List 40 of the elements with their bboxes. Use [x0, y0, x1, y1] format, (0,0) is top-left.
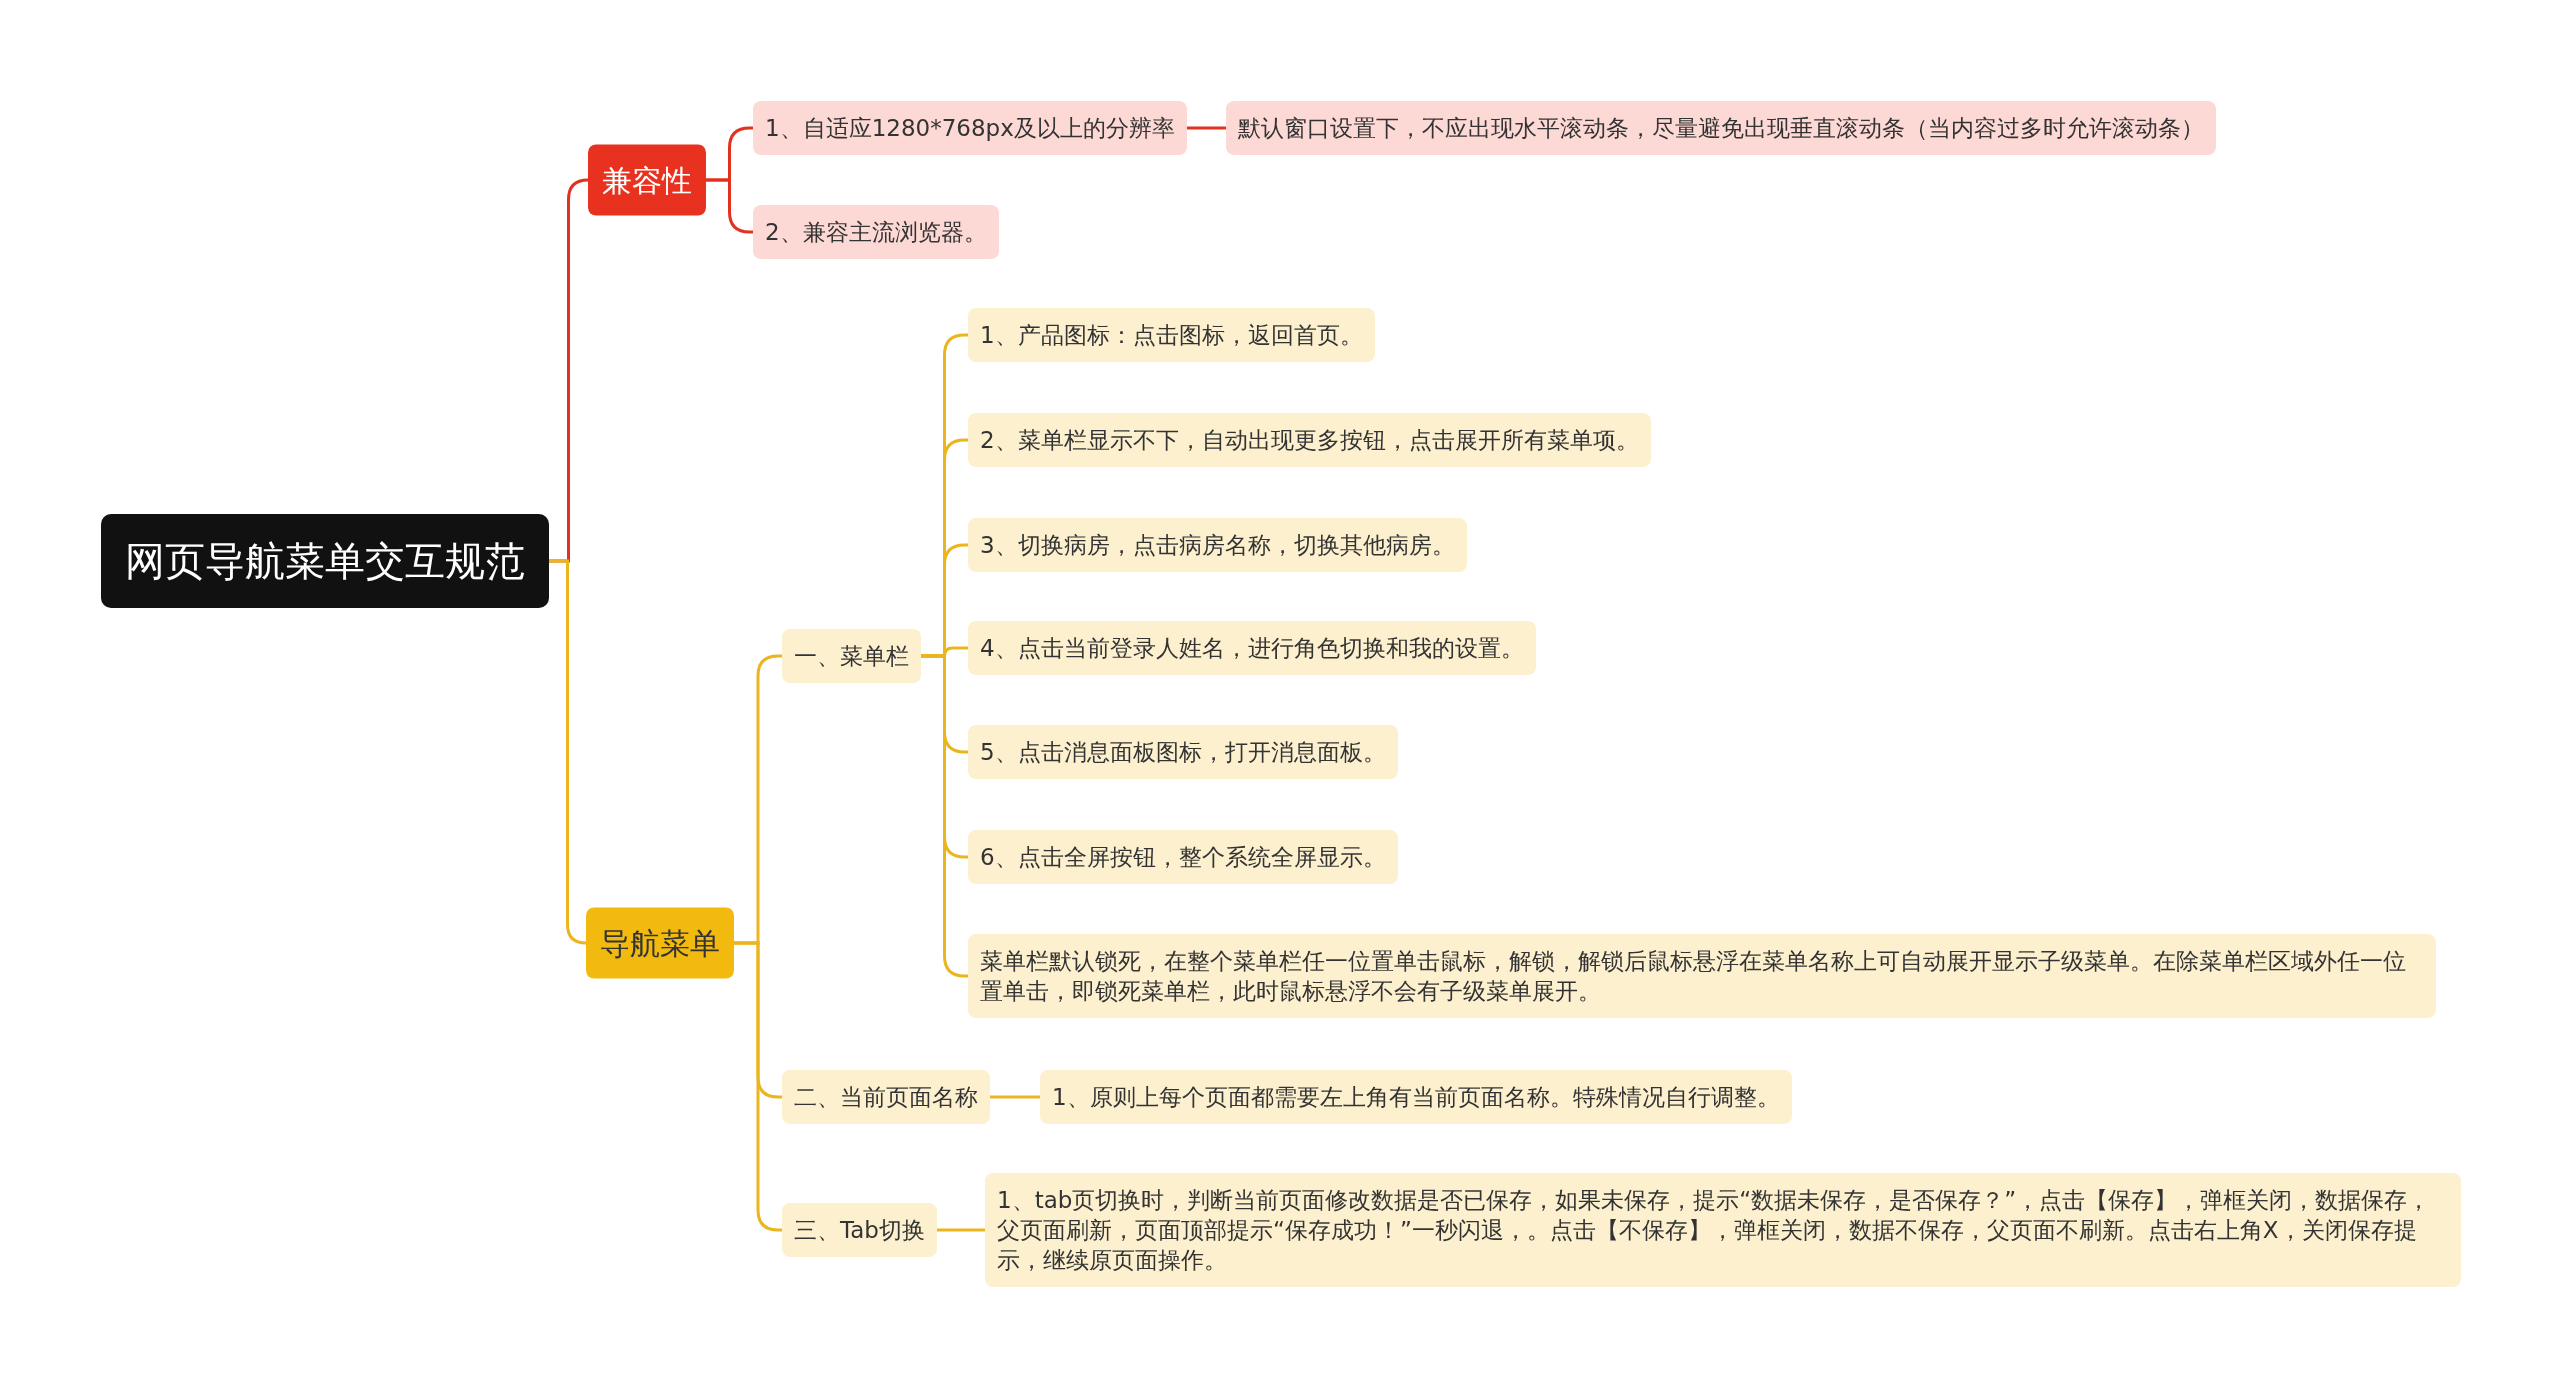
subtopic-box: [968, 518, 1467, 572]
topic-text: 1、tab页切换时，判断当前页面修改数据是否已保存，如果未保存，提示“数据未保存，是否保存？”，点击【保存】，弹框关闭，数据保存，父页面刷新，页面顶部提示“保存成功！”一秒闪退，。点击【不保存】，弹框关闭，数据不保存，父页面不刷新。点击右上角X，关闭保存提示，继续原页面操作。: [997, 1186, 2432, 1275]
root-topic-text: 网页导航菜单交互规范: [125, 537, 525, 586]
subtopic-box: [753, 205, 999, 259]
subtopic-box: [968, 413, 1651, 467]
subtopic-box: [782, 1070, 990, 1124]
subtopic-box: [968, 621, 1536, 675]
topic-text: 3、切换病房，点击病房名称，切换其他病房。: [980, 531, 1455, 560]
topic-text: 2、菜单栏显示不下，自动出现更多按钮，点击展开所有菜单项。: [980, 426, 1639, 455]
root-topic: [101, 514, 549, 608]
subtopic-box: [782, 629, 921, 683]
topic-text: 5、点击消息面板图标，打开消息面板。: [980, 738, 1386, 767]
branch-line: [549, 559, 588, 945]
subtopic-box: [782, 1203, 937, 1257]
topic-text: 2、兼容主流浏览器。: [765, 218, 987, 247]
subtopic-box: [985, 1173, 2461, 1287]
topic-box: [588, 144, 706, 216]
topic-text: 三、Tab切换: [794, 1216, 925, 1245]
subtopic-box: [1040, 1070, 1792, 1124]
topic-text: 1、原则上每个页面都需要左上角有当前页面名称。特殊情况自行调整。: [1052, 1083, 1780, 1112]
topic-text: 1、自适应1280*768px及以上的分辨率: [765, 114, 1175, 143]
branch-line: [990, 1095, 1040, 1099]
topic-text: 6、点击全屏按钮，整个系统全屏显示。: [980, 843, 1386, 872]
topic-text: 默认窗口设置下，不应出现水平滚动条，尽量避免出现垂直滚动条（当内容过多时允许滚动条）: [1238, 114, 2204, 143]
subtopic-box: [1226, 101, 2216, 155]
subtopic-box: [968, 934, 2436, 1018]
topic-box: [586, 907, 734, 979]
subtopic-box: [968, 725, 1398, 779]
topic-text: 兼容性: [602, 161, 692, 200]
topic-text: 导航菜单: [600, 924, 720, 963]
topic-text: 4、点击当前登录人姓名，进行角色切换和我的设置。: [980, 634, 1524, 663]
branch-line: [936, 1228, 985, 1232]
topic-text: 菜单栏默认锁死，在整个菜单栏任一位置单击鼠标，解锁，解锁后鼠标悬浮在菜单名称上可自动展开显示子级菜单。在除菜单栏区域外任一位置单击，即锁死菜单栏，此时鼠标悬浮不会有子级菜单展开。: [980, 947, 2407, 1006]
subtopic-box: [968, 308, 1375, 362]
topic-text: 1、产品图标：点击图标，返回首页。: [980, 321, 1363, 350]
subtopic-box: [968, 830, 1398, 884]
subtopic-box: [753, 101, 1187, 155]
topic-text: 二、当前页面名称: [794, 1083, 978, 1112]
branch-line: [1186, 126, 1226, 130]
topic-text: 一、菜单栏: [794, 642, 909, 671]
